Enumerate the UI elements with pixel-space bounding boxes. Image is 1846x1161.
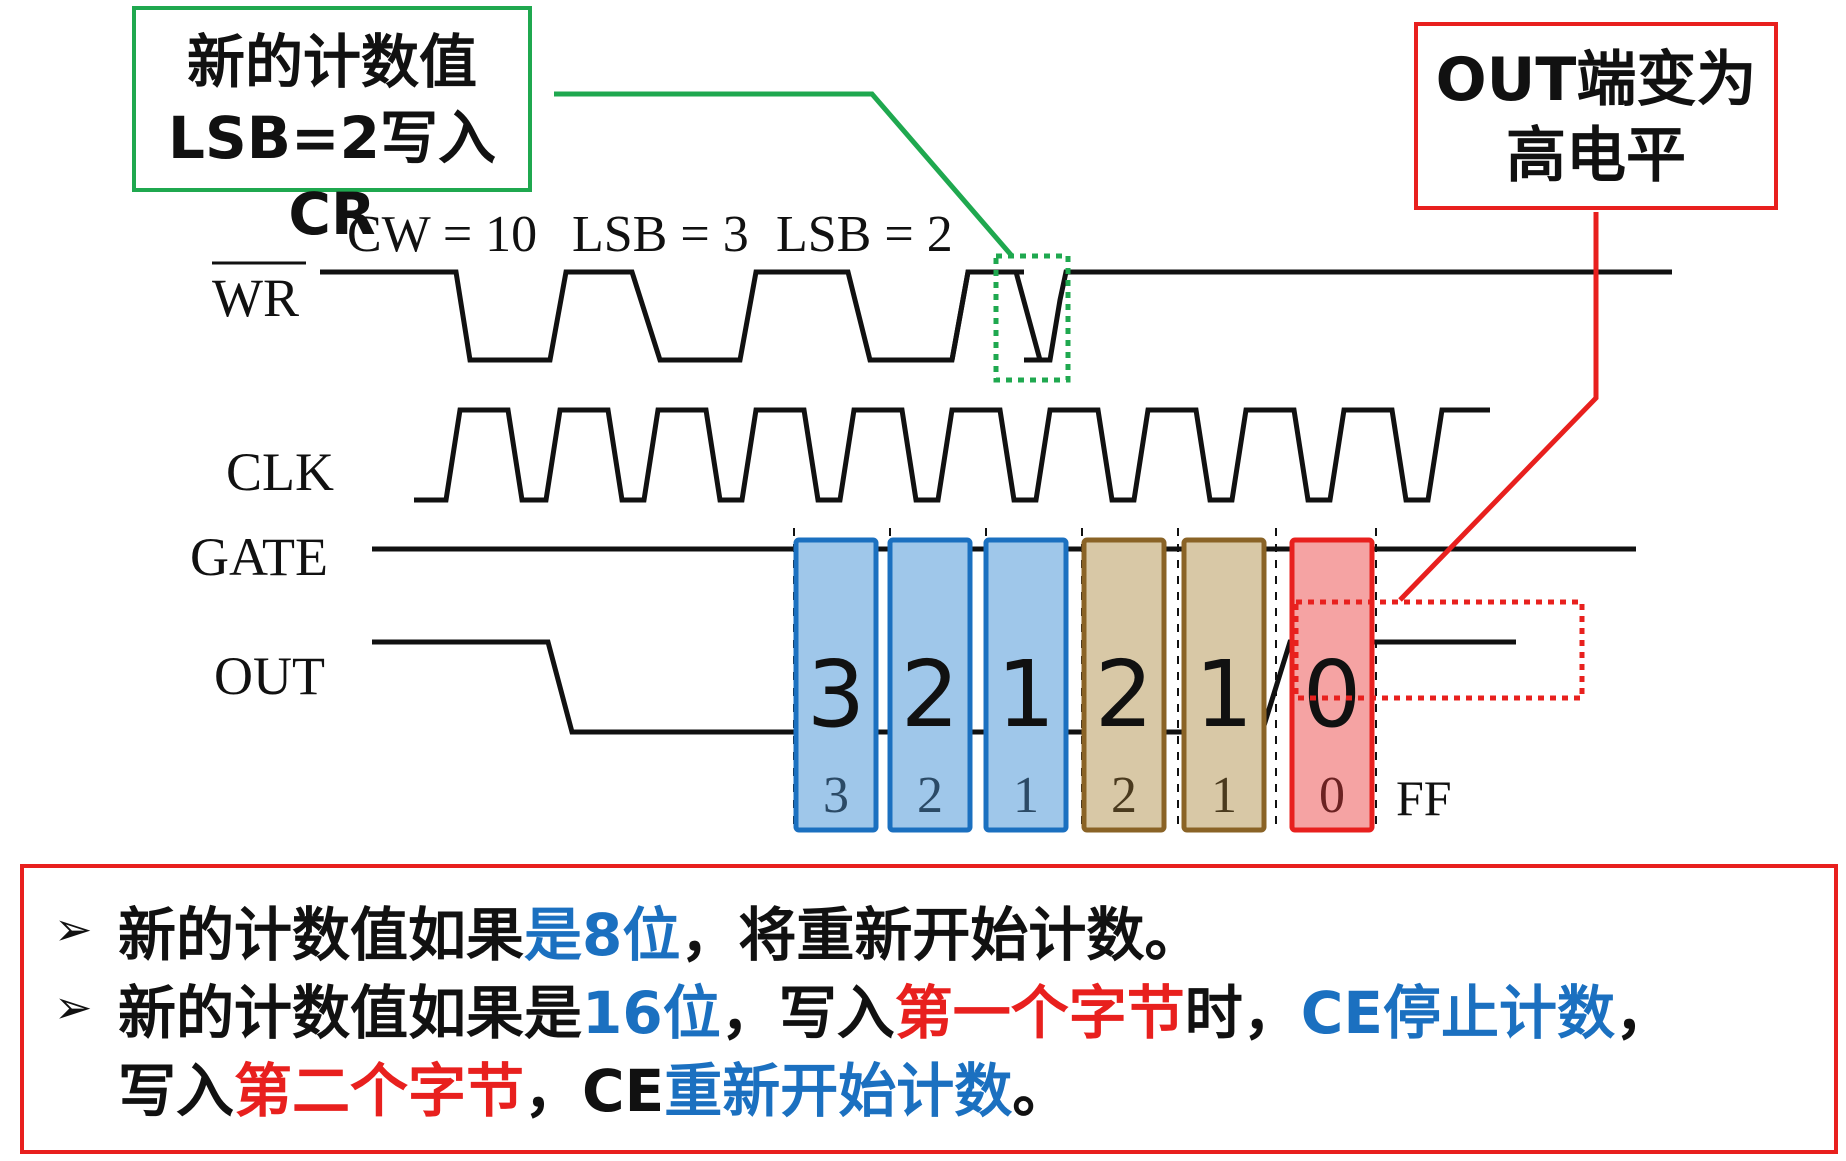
wr-waveform xyxy=(320,269,1672,363)
cw-label: CW = 10 xyxy=(347,206,537,263)
count-small-1: 2 xyxy=(917,767,943,824)
callout-new-count-line1: 新的计数值 xyxy=(186,28,477,96)
wr-waveform-tail xyxy=(949,269,1024,361)
bullet-icon: ➢ xyxy=(54,902,93,956)
count-small-3: 2 xyxy=(1111,767,1137,824)
count-small-2: 1 xyxy=(1013,767,1039,824)
count-small-0: 3 xyxy=(823,767,849,824)
count-big-4: 1 xyxy=(1195,641,1254,748)
callout-out-high-line1: OUT端变为 xyxy=(1435,45,1757,115)
wr-highlight-box xyxy=(993,253,1071,383)
note2-part4: 第一个字节 xyxy=(894,979,1185,1047)
count-box-2 xyxy=(983,537,1069,833)
note2-part5: 时， xyxy=(1184,979,1301,1047)
count-big-3: 2 xyxy=(1095,641,1154,748)
count-big-2: 1 xyxy=(997,641,1056,748)
count-big-5: 0 xyxy=(1303,641,1362,748)
count-small-5: 0 xyxy=(1319,767,1345,824)
note3-part3: ，CE xyxy=(524,1057,665,1125)
wr-label: WR xyxy=(212,268,299,328)
green-callout-connector xyxy=(554,91,1014,258)
note-line-2: 新的计数值如果是16位，写入第一个字节时，CE停止计数， xyxy=(118,966,1673,1050)
note1-part1: 新的计数值如果 xyxy=(118,901,525,969)
out-label: OUT xyxy=(214,646,325,706)
note3-part5: 。 xyxy=(1012,1057,1071,1125)
callout-new-count: 新的计数值 LSB=2写入CR xyxy=(132,6,532,248)
note2-part7: ， xyxy=(1614,979,1673,1047)
clk-waveform xyxy=(414,407,1490,503)
bullet-icon: ➢ xyxy=(54,980,93,1034)
note-line-1: 新的计数值如果是8位，将重新开始计数。 xyxy=(118,888,1202,972)
note2-part2: 16位 xyxy=(582,979,721,1047)
note2-part1: 新的计数值如果是 xyxy=(118,979,583,1047)
count-small-4: 1 xyxy=(1211,767,1237,824)
note3-part2: 第二个字节 xyxy=(234,1057,525,1125)
callout-out-high: OUT端变为 高电平 xyxy=(1414,22,1778,210)
gate-label: GATE xyxy=(190,527,328,587)
note2-part3: ，写入 xyxy=(720,979,895,1047)
note1-part3: ，将重新开始计数。 xyxy=(680,901,1203,969)
clk-label: CLK xyxy=(226,442,334,502)
lsb2-label: LSB = 2 xyxy=(776,206,953,263)
note3-part1: 写入 xyxy=(118,1057,235,1125)
notes-box: ➢ 新的计数值如果是8位，将重新开始计数。 ➢ 新的计数值如果是16位，写入第一… xyxy=(20,864,1838,1154)
callout-out-high-line2: 高电平 xyxy=(1506,121,1686,191)
count-box-1 xyxy=(887,537,973,833)
lsb3-label: LSB = 3 xyxy=(572,206,749,263)
ff-label: FF xyxy=(1396,770,1452,826)
count-big-0: 3 xyxy=(807,641,866,748)
note3-part4: 重新开始计数 xyxy=(664,1057,1013,1125)
note1-part2: 是8位 xyxy=(524,901,681,969)
red-callout-connector xyxy=(1398,212,1599,602)
count-box-5 xyxy=(1289,537,1375,833)
count-box-4 xyxy=(1181,537,1267,833)
callout-new-count-line2: LSB=2写入CR xyxy=(168,104,496,248)
note2-part6: CE停止计数 xyxy=(1300,979,1615,1047)
note-line-3: 写入第二个字节，CE重新开始计数。 xyxy=(118,1044,1070,1128)
count-big-1: 2 xyxy=(901,641,960,748)
count-box-0 xyxy=(793,537,879,833)
count-box-3 xyxy=(1081,537,1167,833)
